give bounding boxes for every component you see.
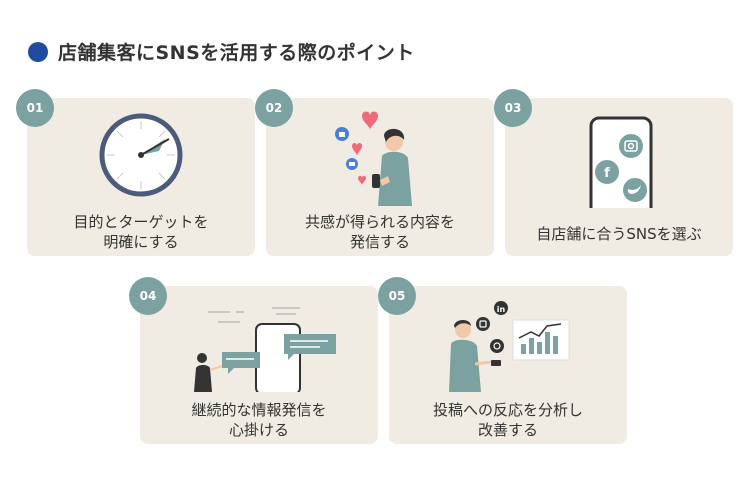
point-label-02-line1: 共感が得られる内容を — [304, 213, 455, 231]
point-card-02: 共感が得られる内容を 発信する — [266, 98, 494, 256]
point-badge-02: 02 — [255, 89, 293, 127]
point-card-04: 継続的な情報発信を 心掛ける — [140, 286, 378, 444]
point-label-05-line2: 改善する — [477, 421, 538, 439]
point-label-01-line2: 明確にする — [103, 233, 179, 251]
analytics-icon: in — [449, 301, 570, 392]
point-card-01: 目的とターゲットを 明確にする — [27, 98, 255, 256]
social-reaction-icon — [335, 111, 412, 206]
point-label-03-line1: 自店舗に合うSNSを選ぶ — [536, 225, 702, 243]
svg-text:f: f — [604, 166, 610, 181]
point-label-04-line2: 心掛ける — [228, 421, 289, 439]
smartphone-sns-icon: f — [589, 116, 653, 208]
point-label-05-line1: 投稿への反応を分析し — [432, 401, 583, 419]
chat-bubbles-icon — [194, 307, 336, 392]
point-label-01-line1: 目的とターゲットを — [73, 213, 209, 231]
point-label-02-line2: 発信する — [349, 233, 410, 251]
point-label-04-line1: 継続的な情報発信を — [191, 401, 327, 419]
point-badge-03: 03 — [494, 89, 532, 127]
page-title: 店舗集客にSNSを活用する際のポイント — [58, 42, 415, 64]
svg-text:in: in — [497, 305, 506, 314]
point-card-03: f 自店舗に合うSNSを選ぶ — [505, 98, 733, 256]
page-title-row: 店舗集客にSNSを活用する際のポイント — [28, 38, 415, 65]
point-badge-01: 01 — [16, 89, 54, 127]
point-card-05: in 投稿への反応を分析し 改善する — [389, 286, 627, 444]
target-icon — [99, 113, 183, 197]
point-badge-04: 04 — [129, 277, 167, 315]
point-badge-05: 05 — [378, 277, 416, 315]
title-bullet-icon — [28, 41, 48, 62]
